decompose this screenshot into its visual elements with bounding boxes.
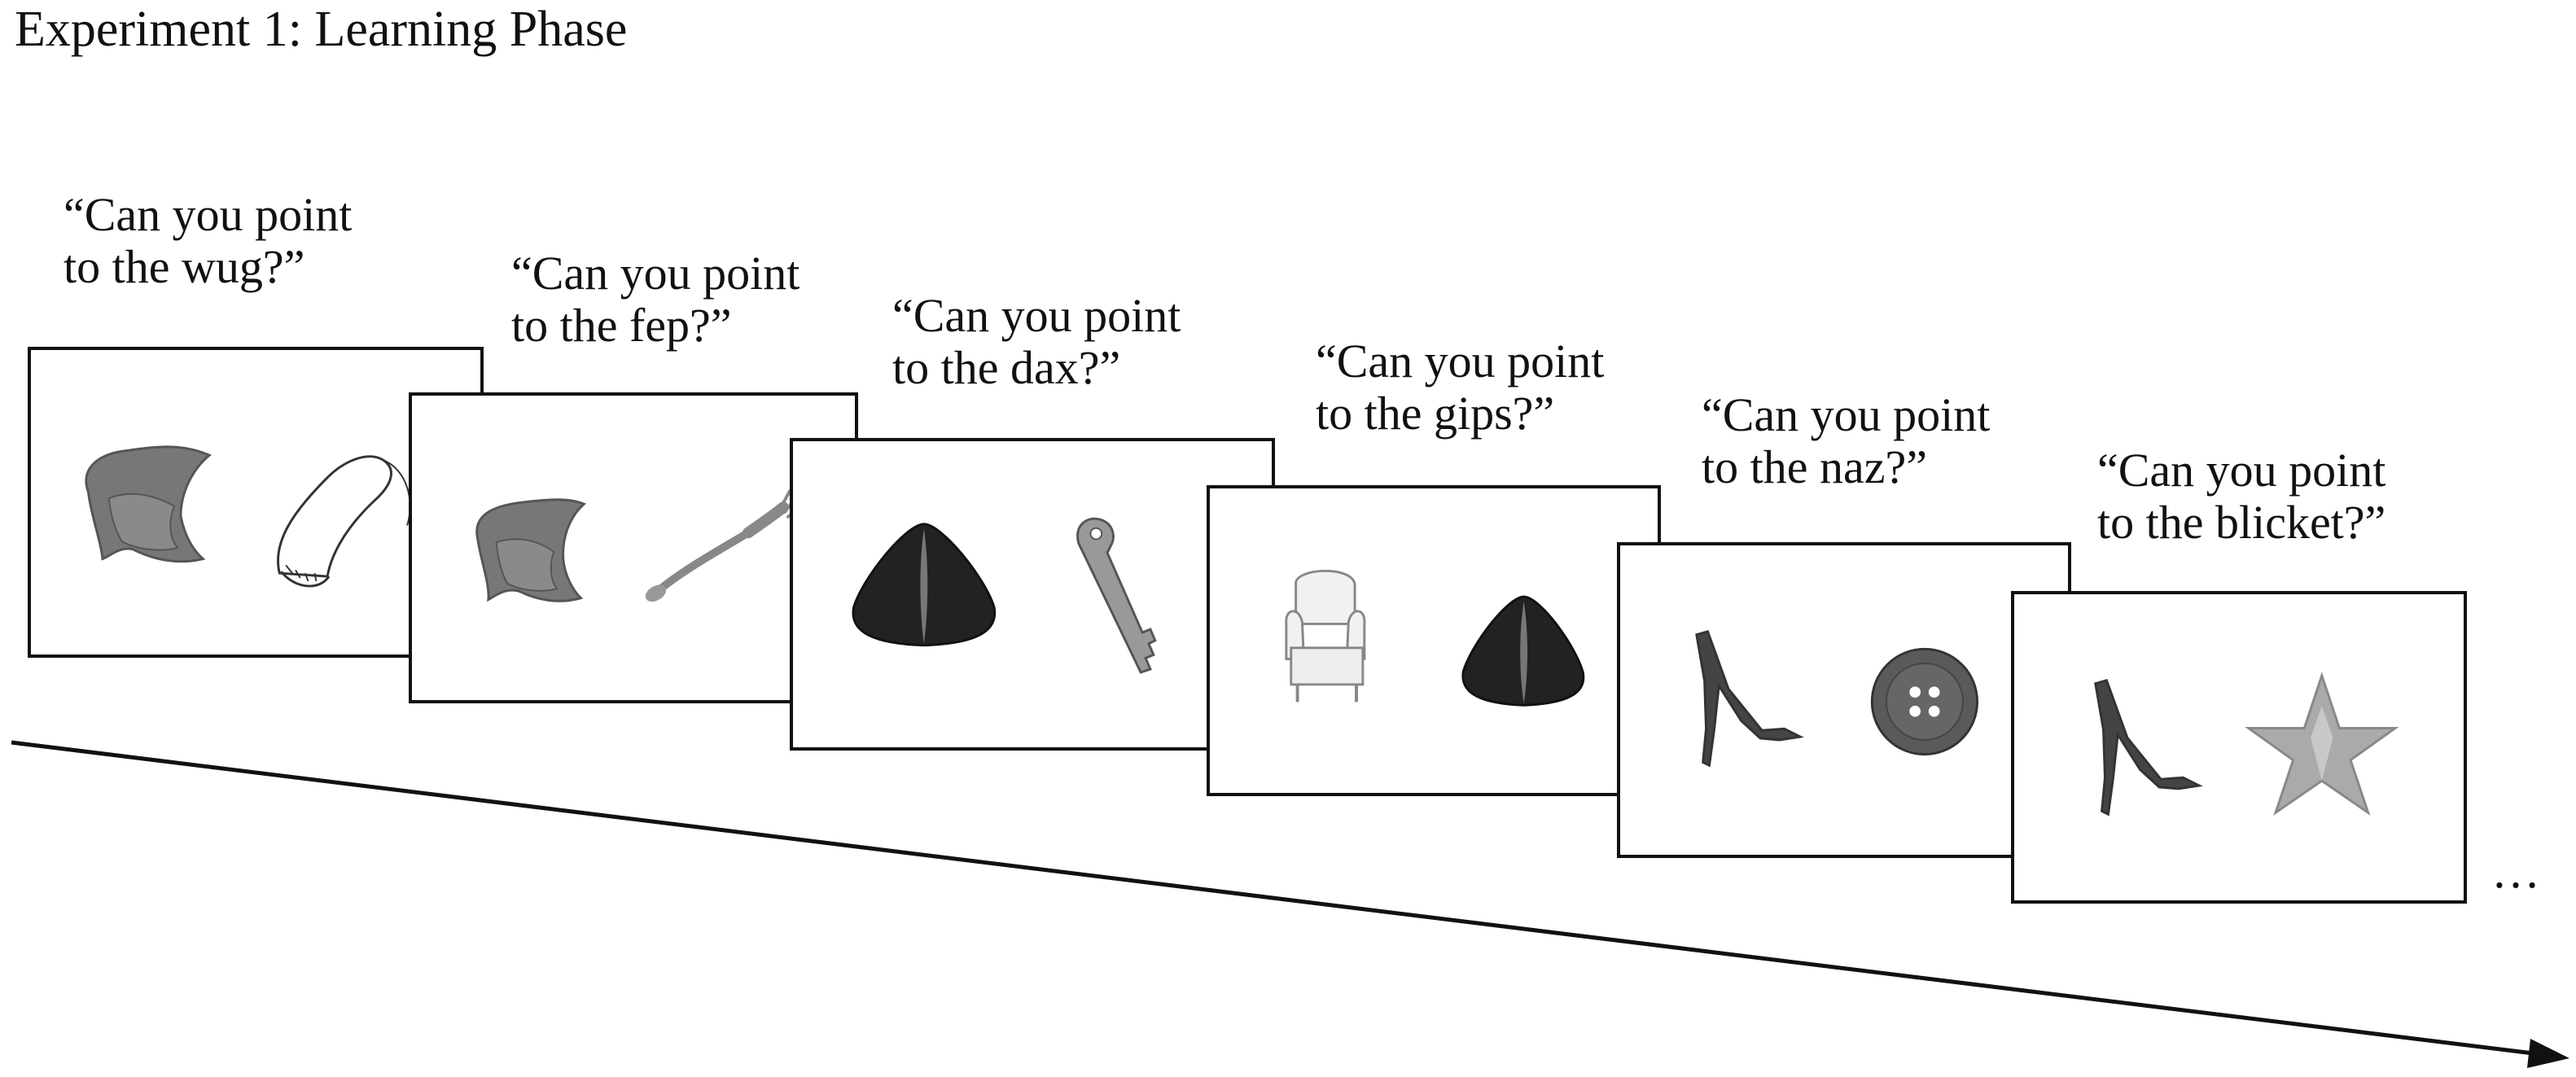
wug-novel-object-icon	[85, 445, 212, 563]
trial-1-prompt-line1: “Can you point	[64, 188, 353, 241]
naz-novel-object-icon	[2094, 678, 2203, 817]
trial-4-objects	[1285, 569, 1585, 707]
page-title: Experiment 1: Learning Phase	[15, 2, 628, 57]
armchair-icon	[1285, 569, 1366, 703]
trial-6-prompt-line2: to the blicket?”	[2097, 496, 2386, 549]
trial-1-prompt: “Can you point to the wug?”	[64, 189, 352, 293]
trial-5-prompt-line1: “Can you point	[1702, 388, 1991, 441]
dax-novel-object-icon	[852, 523, 997, 647]
trial-2-frame	[409, 392, 858, 703]
corn-icon	[277, 455, 411, 588]
dax-novel-object-icon	[1461, 595, 1585, 707]
trial-5-prompt: “Can you point to the naz?”	[1702, 389, 1990, 493]
trial-4-frame	[1207, 485, 1661, 796]
trial-2-prompt: “Can you point to the fep?”	[511, 247, 800, 352]
trial-3-prompt: “Can you point to the dax?”	[892, 290, 1181, 394]
trial-6-prompt-line1: “Can you point	[2097, 444, 2386, 497]
trial-2-prompt-line2: to the fep?”	[511, 299, 732, 352]
trial-3-prompt-line2: to the dax?”	[892, 341, 1121, 394]
trial-6-frame	[2011, 591, 2467, 904]
trial-4-prompt-line2: to the gips?”	[1316, 387, 1555, 440]
trial-5-prompt-line2: to the naz?”	[1702, 440, 1927, 493]
trial-5-objects	[1695, 629, 1979, 768]
trial-5-frame	[1617, 542, 2071, 858]
trial-3-frame	[790, 438, 1275, 751]
trial-1-prompt-line2: to the wug?”	[64, 240, 305, 293]
trial-2-prompt-line1: “Can you point	[511, 247, 800, 300]
trial-3-prompt-line1: “Can you point	[892, 289, 1181, 342]
trial-1-frame	[28, 347, 484, 658]
wug-novel-object-icon	[475, 498, 587, 602]
trial-1-objects	[85, 445, 411, 588]
trial-6-objects	[2094, 672, 2399, 817]
trial-4-prompt: “Can you point to the gips?”	[1316, 335, 1604, 440]
star-icon	[2245, 672, 2399, 816]
naz-novel-object-icon	[1695, 629, 1804, 768]
key-icon	[1076, 517, 1157, 674]
trial-2-objects	[475, 489, 803, 602]
ellipsis: …	[2491, 844, 2540, 898]
fork-icon	[645, 489, 803, 602]
trial-4-prompt-line1: “Can you point	[1316, 335, 1605, 387]
trial-3-objects	[852, 517, 1157, 674]
trial-6-prompt: “Can you point to the blicket?”	[2097, 444, 2385, 549]
button-icon	[1870, 647, 1979, 756]
